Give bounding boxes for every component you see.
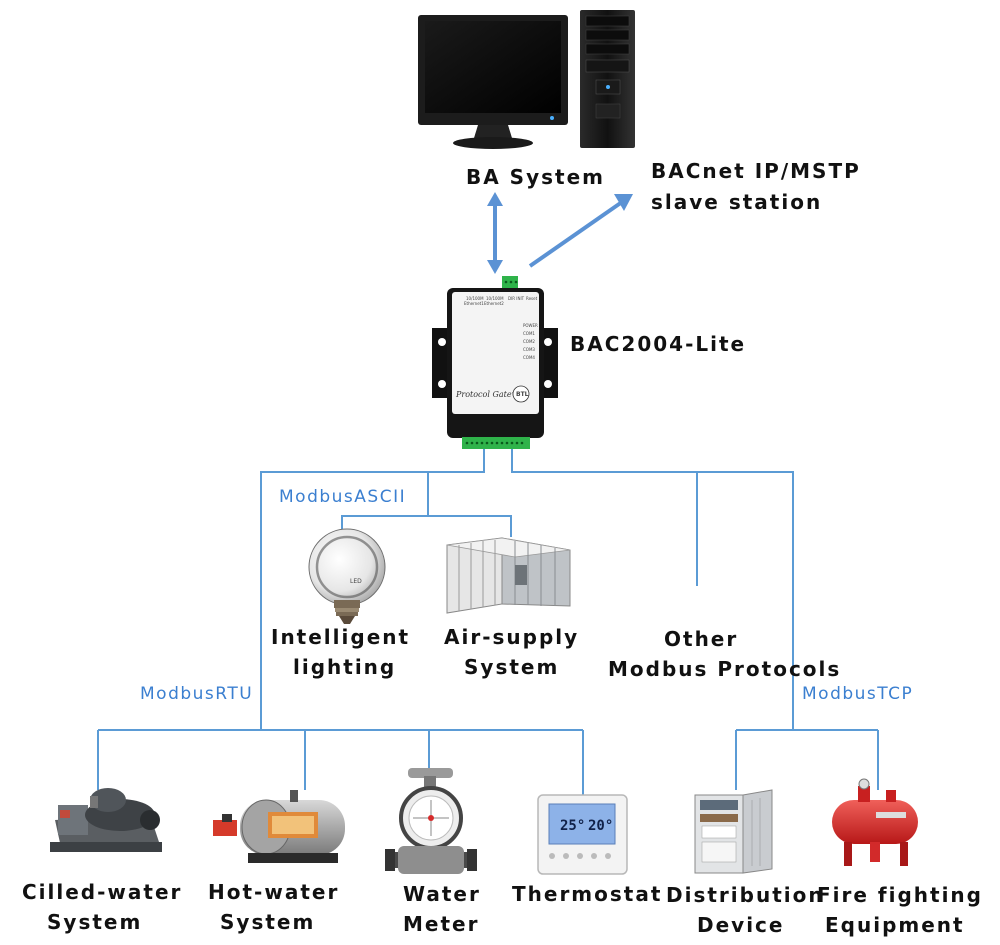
- svg-text:Ethernet2: Ethernet2: [484, 301, 504, 306]
- svg-text:10/100M: 10/100M: [466, 296, 484, 301]
- svg-text:Reset: Reset: [526, 296, 538, 301]
- distribution-cabinet-icon: [694, 789, 773, 874]
- thermostat-temp1: 25°: [560, 818, 585, 834]
- connection-lines: [97, 449, 879, 795]
- gateway-face-label: Protocol Gateway: [455, 390, 528, 399]
- gateway-box-icon: 10/100M Ethernet1 10/100M Ethernet2 DIR …: [432, 276, 558, 449]
- other-protocols-label-line2: Modbus Protocols: [608, 657, 841, 681]
- fire-label-line1: Fire fighting: [817, 883, 983, 907]
- btl-logo: BTL: [516, 391, 529, 398]
- boiler-label-line1: Hot-water: [208, 880, 339, 904]
- bacnet-label-line2: slave station: [651, 190, 822, 214]
- svg-text:COM3: COM3: [523, 347, 535, 352]
- thermostat-temp2: 20°: [588, 818, 613, 834]
- boiler-icon: [213, 790, 345, 863]
- light-bulb-icon: LED: [308, 528, 386, 624]
- fire-label-line2: Equipment: [825, 913, 965, 937]
- fire-equipment-icon: [832, 778, 918, 866]
- gateway-name: BAC2004-Lite: [570, 332, 746, 356]
- svg-text:DIR INIT: DIR INIT: [508, 296, 525, 301]
- distribution-label-line1: Distribution: [666, 883, 825, 907]
- bacnet-label-line1: BACnet IP/MSTP: [651, 159, 861, 183]
- air-supply-label-line2: System: [464, 655, 559, 679]
- modbus-tcp-label: ModbusTCP: [802, 684, 913, 704]
- ba-system-arrow: [487, 192, 503, 274]
- bacnet-arrow: [528, 194, 633, 268]
- lighting-label-line1: Intelligent: [271, 625, 410, 649]
- lighting-label-line2: lighting: [293, 655, 396, 679]
- other-protocols-label-line1: Other: [664, 627, 738, 651]
- boiler-label-line2: System: [220, 910, 315, 934]
- svg-text:POWER: POWER: [523, 323, 538, 328]
- modbus-rtu-label: ModbusRTU: [140, 684, 253, 704]
- distribution-label-line2: Device: [697, 913, 784, 937]
- chiller-icon: [50, 788, 162, 852]
- ba-system-label: BA System: [466, 165, 605, 189]
- meter-label-line2: Meter: [403, 912, 479, 936]
- air-handling-unit-icon: [446, 537, 571, 614]
- air-supply-label-line1: Air-supply: [444, 625, 579, 649]
- desktop-computer-icon: [418, 10, 635, 149]
- svg-text:10/100M: 10/100M: [486, 296, 504, 301]
- svg-text:COM4: COM4: [523, 355, 535, 360]
- svg-text:COM1: COM1: [523, 331, 535, 336]
- bulb-led-text: LED: [350, 578, 362, 585]
- meter-label-line1: Water: [403, 882, 481, 906]
- chiller-label-line2: System: [47, 910, 142, 934]
- water-meter-icon: [385, 768, 477, 874]
- modbus-ascii-label: ModbusASCII: [279, 487, 406, 507]
- svg-text:COM2: COM2: [523, 339, 535, 344]
- chiller-label-line1: Cilled-water: [22, 880, 182, 904]
- svg-text:Ethernet1: Ethernet1: [464, 301, 484, 306]
- thermostat-label: Thermostat: [512, 882, 662, 906]
- thermostat-icon: 25° 20°: [537, 794, 628, 875]
